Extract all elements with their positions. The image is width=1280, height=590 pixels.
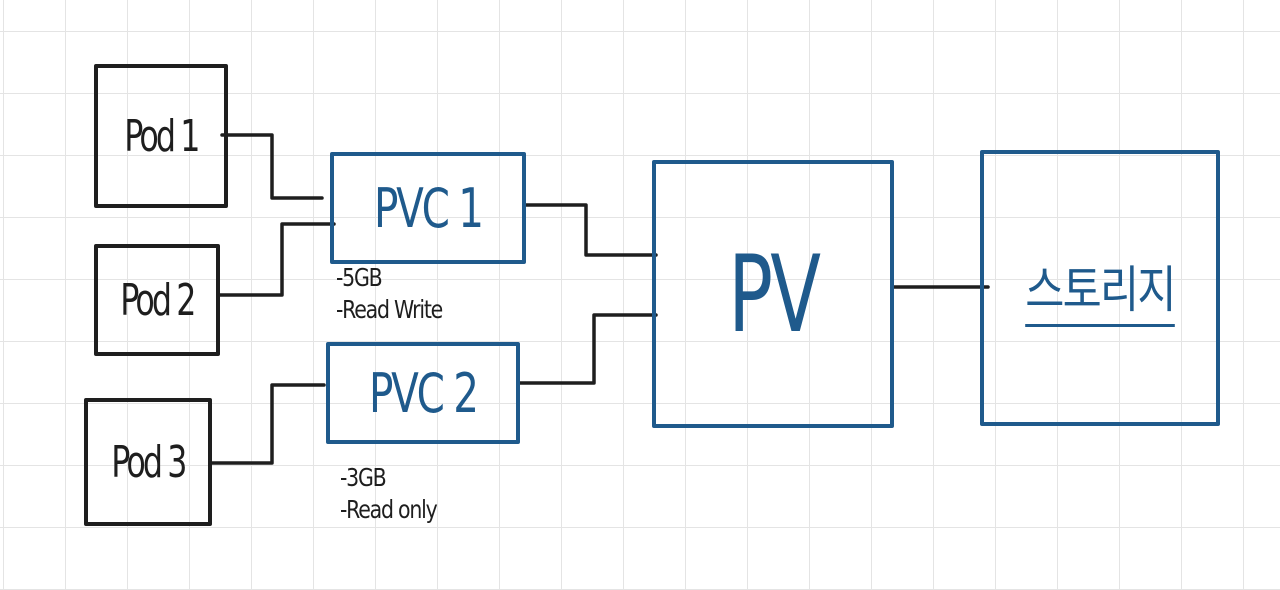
connector-pvc1-pv xyxy=(522,203,658,257)
pv-box: PV xyxy=(652,160,894,428)
pvc1-box: PVC 1 xyxy=(330,152,526,264)
pod2-box: Pod 2 xyxy=(94,244,220,356)
pvc2-box: PVC 2 xyxy=(326,342,520,444)
pvc2-spec: -3GB -Read only xyxy=(340,462,438,526)
pod3-box: Pod 3 xyxy=(84,398,212,526)
pod1-label: Pod 1 xyxy=(124,110,200,162)
pvc2-label: PVC 2 xyxy=(369,361,479,425)
connector-pod1-pvc1 xyxy=(220,133,324,200)
connector-pod2-pvc1 xyxy=(216,222,336,297)
pod2-label: Pod 2 xyxy=(120,274,196,326)
storage-label: 스토리지 xyxy=(1025,250,1177,327)
connector-pvc2-pv xyxy=(516,313,658,385)
pv-label: PV xyxy=(728,232,821,356)
pvc2-size: -3GB xyxy=(340,463,387,492)
pvc2-access-mode: -Read only xyxy=(340,495,438,524)
pvc1-access-mode: -Read Write xyxy=(336,295,443,324)
pvc1-spec: -5GB -Read Write xyxy=(336,262,443,326)
pvc1-label: PVC 1 xyxy=(374,176,484,240)
storage-box: 스토리지 xyxy=(980,150,1220,426)
connector-pod3-pvc2 xyxy=(208,383,326,465)
pod1-box: Pod 1 xyxy=(94,64,228,208)
pvc1-size: -5GB xyxy=(336,263,383,292)
pod3-label: Pod 3 xyxy=(111,436,187,488)
